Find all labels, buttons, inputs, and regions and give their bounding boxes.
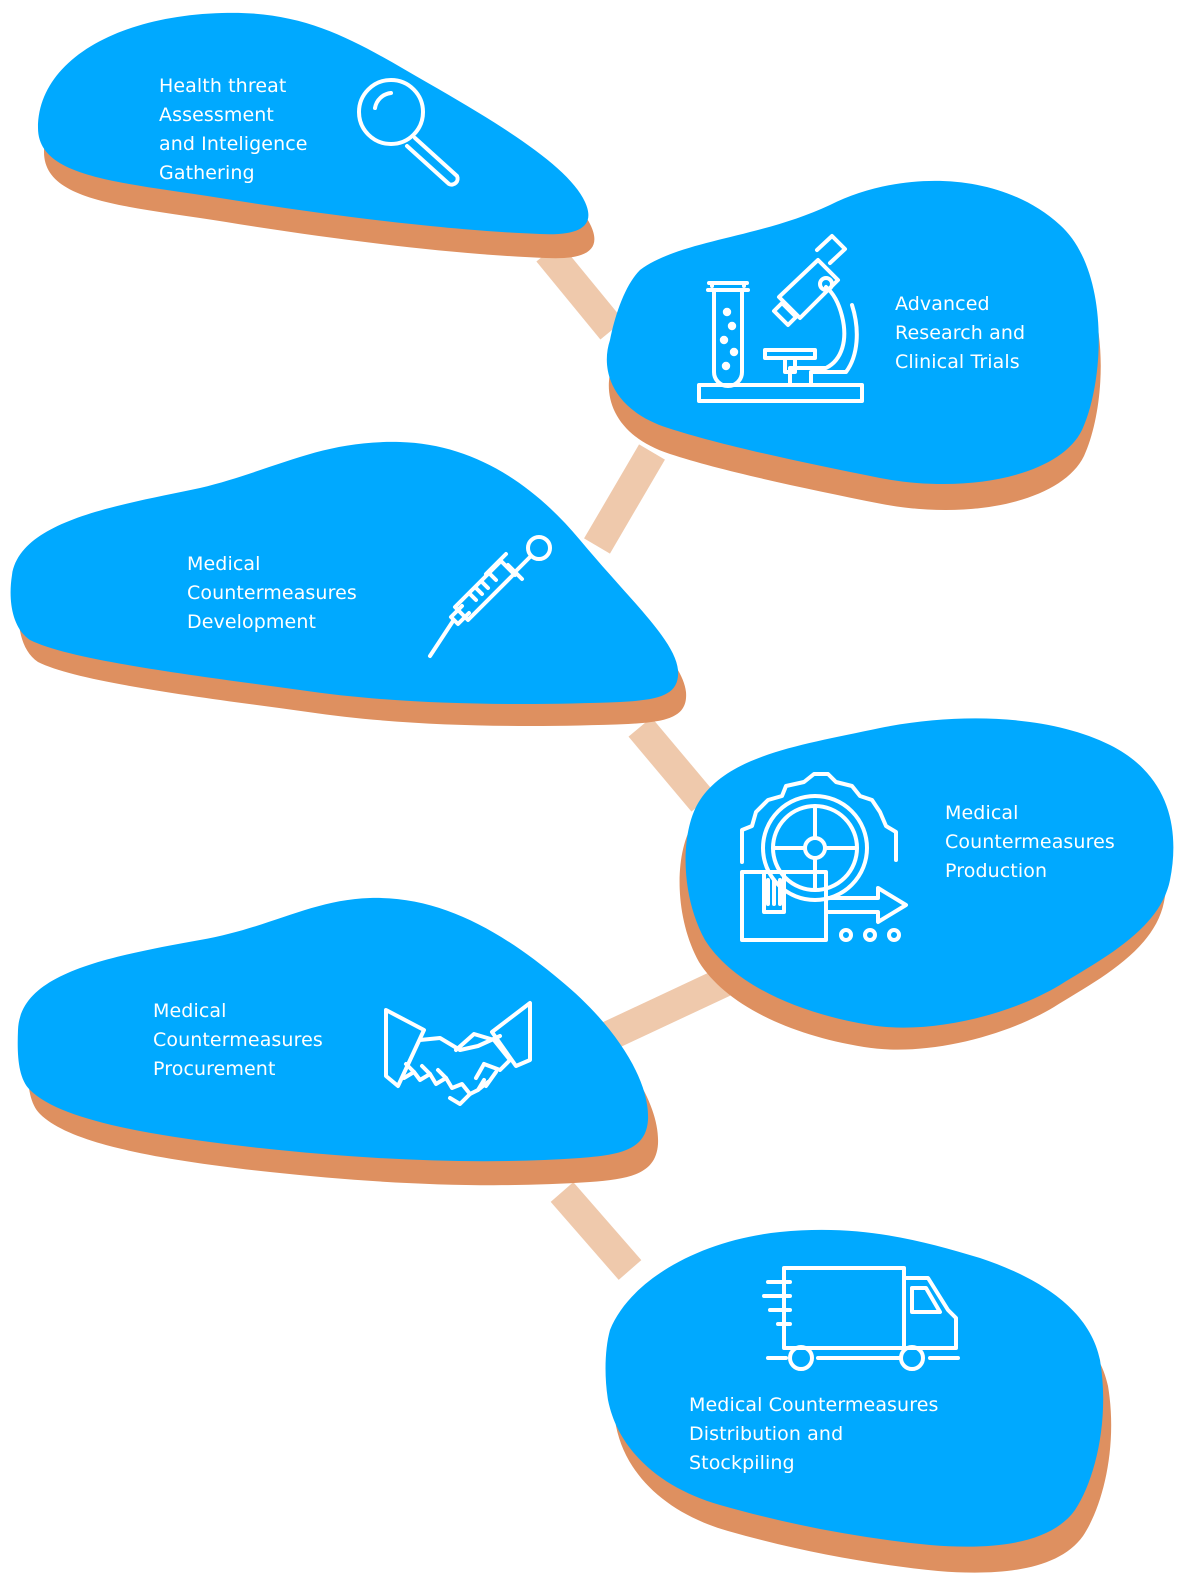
connector-2-3 (584, 444, 665, 554)
step-production (679, 718, 1174, 1050)
label-line: Advanced (895, 293, 990, 315)
label-line: Stockpiling (689, 1452, 795, 1474)
connector-4-5 (591, 968, 731, 1055)
label-line: Countermeasures (153, 1029, 323, 1051)
label-line: Medical (945, 802, 1019, 824)
step-procurement (17, 897, 659, 1186)
blob-shape (606, 180, 1099, 485)
label-development: Medical Countermeasures Development (187, 550, 357, 637)
label-line: Medical (153, 1000, 227, 1022)
connectors (536, 242, 731, 1280)
label-line: Countermeasures (187, 582, 357, 604)
label-health-threat: Health threat Assessment and Inteligence… (159, 72, 308, 188)
handshake-icon (384, 1001, 532, 1106)
connector-5-6 (550, 1182, 642, 1280)
blob-shape (10, 441, 679, 705)
label-line: Development (187, 611, 317, 633)
connector-1-2 (536, 242, 624, 340)
label-procurement: Medical Countermeasures Procurement (153, 997, 323, 1084)
step-distribution (605, 1229, 1112, 1573)
blob-shape (605, 1229, 1104, 1547)
label-line: Medical (187, 553, 261, 575)
connector-3-4 (628, 717, 715, 812)
label-line: Clinical Trials (895, 351, 1020, 373)
label-distribution: Medical Countermeasures Distribution and… (689, 1391, 939, 1478)
microscope-test-tube-icon (697, 234, 864, 403)
label-line: Procurement (153, 1058, 276, 1080)
label-line: and Inteligence (159, 133, 308, 155)
label-line: Production (945, 860, 1048, 882)
magnifier-icon (357, 78, 460, 187)
label-line: Medical Countermeasures (689, 1394, 939, 1416)
step-development (10, 441, 687, 727)
label-production: Medical Countermeasures Production (945, 799, 1115, 886)
gear-box-production-icon (740, 772, 908, 942)
label-line: Health threat (159, 75, 287, 97)
blob-shape (17, 897, 649, 1162)
label-line: Assessment (159, 104, 274, 126)
label-line: Countermeasures (945, 831, 1115, 853)
label-line: Distribution and (689, 1423, 844, 1445)
step-advanced-research (606, 180, 1101, 511)
blob-shape (38, 12, 589, 235)
delivery-truck-icon (762, 1266, 960, 1371)
label-line: Gathering (159, 162, 255, 184)
label-line: Research and (895, 322, 1026, 344)
label-advanced-research: Advanced Research and Clinical Trials (895, 290, 1025, 377)
syringe-icon (428, 535, 552, 658)
step-health-threat (38, 12, 595, 259)
